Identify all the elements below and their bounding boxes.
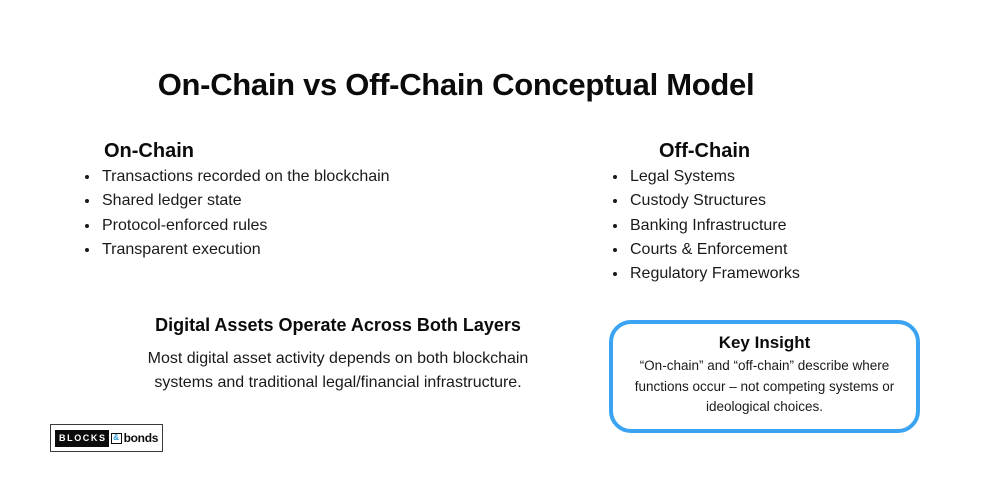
list-item: Shared ledger state	[100, 189, 390, 213]
key-insight-heading: Key Insight	[718, 333, 811, 352]
list-item: Legal Systems	[628, 165, 800, 189]
list-item: Custody Structures	[628, 189, 800, 213]
logo-bonds-text: bonds	[123, 431, 159, 445]
page-title: On-Chain vs Off-Chain Conceptual Model	[157, 66, 755, 102]
key-insight-callout: Key Insight “On-chain” and “off-chain” d…	[609, 320, 920, 433]
off-chain-column-heading: Off-Chain	[659, 139, 751, 162]
bridge-body-text: Most digital asset activity depends on b…	[147, 350, 529, 391]
on-chain-bullet-list: Transactions recorded on the blockchainS…	[82, 165, 390, 262]
off-chain-bullet-list: Legal SystemsCustody StructuresBanking I…	[610, 165, 800, 286]
list-item: Transparent execution	[100, 238, 390, 262]
blocks-and-bonds-logo: BLOCKS & bonds	[50, 424, 164, 452]
logo-blocks-text: BLOCKS	[55, 429, 109, 447]
list-item: Regulatory Frameworks	[628, 262, 800, 286]
list-item: Courts & Enforcement	[628, 238, 800, 262]
list-item: Protocol-enforced rules	[100, 214, 390, 238]
on-chain-column-heading: On-Chain	[104, 139, 194, 162]
bridge-heading: Digital Assets Operate Across Both Layer…	[155, 315, 521, 335]
key-insight-body-text: “On-chain” and “off-chain” describe wher…	[634, 358, 895, 414]
list-item: Banking Infrastructure	[628, 214, 800, 238]
list-item: Transactions recorded on the blockchain	[100, 165, 390, 189]
logo-ampersand-icon: &	[110, 432, 122, 444]
